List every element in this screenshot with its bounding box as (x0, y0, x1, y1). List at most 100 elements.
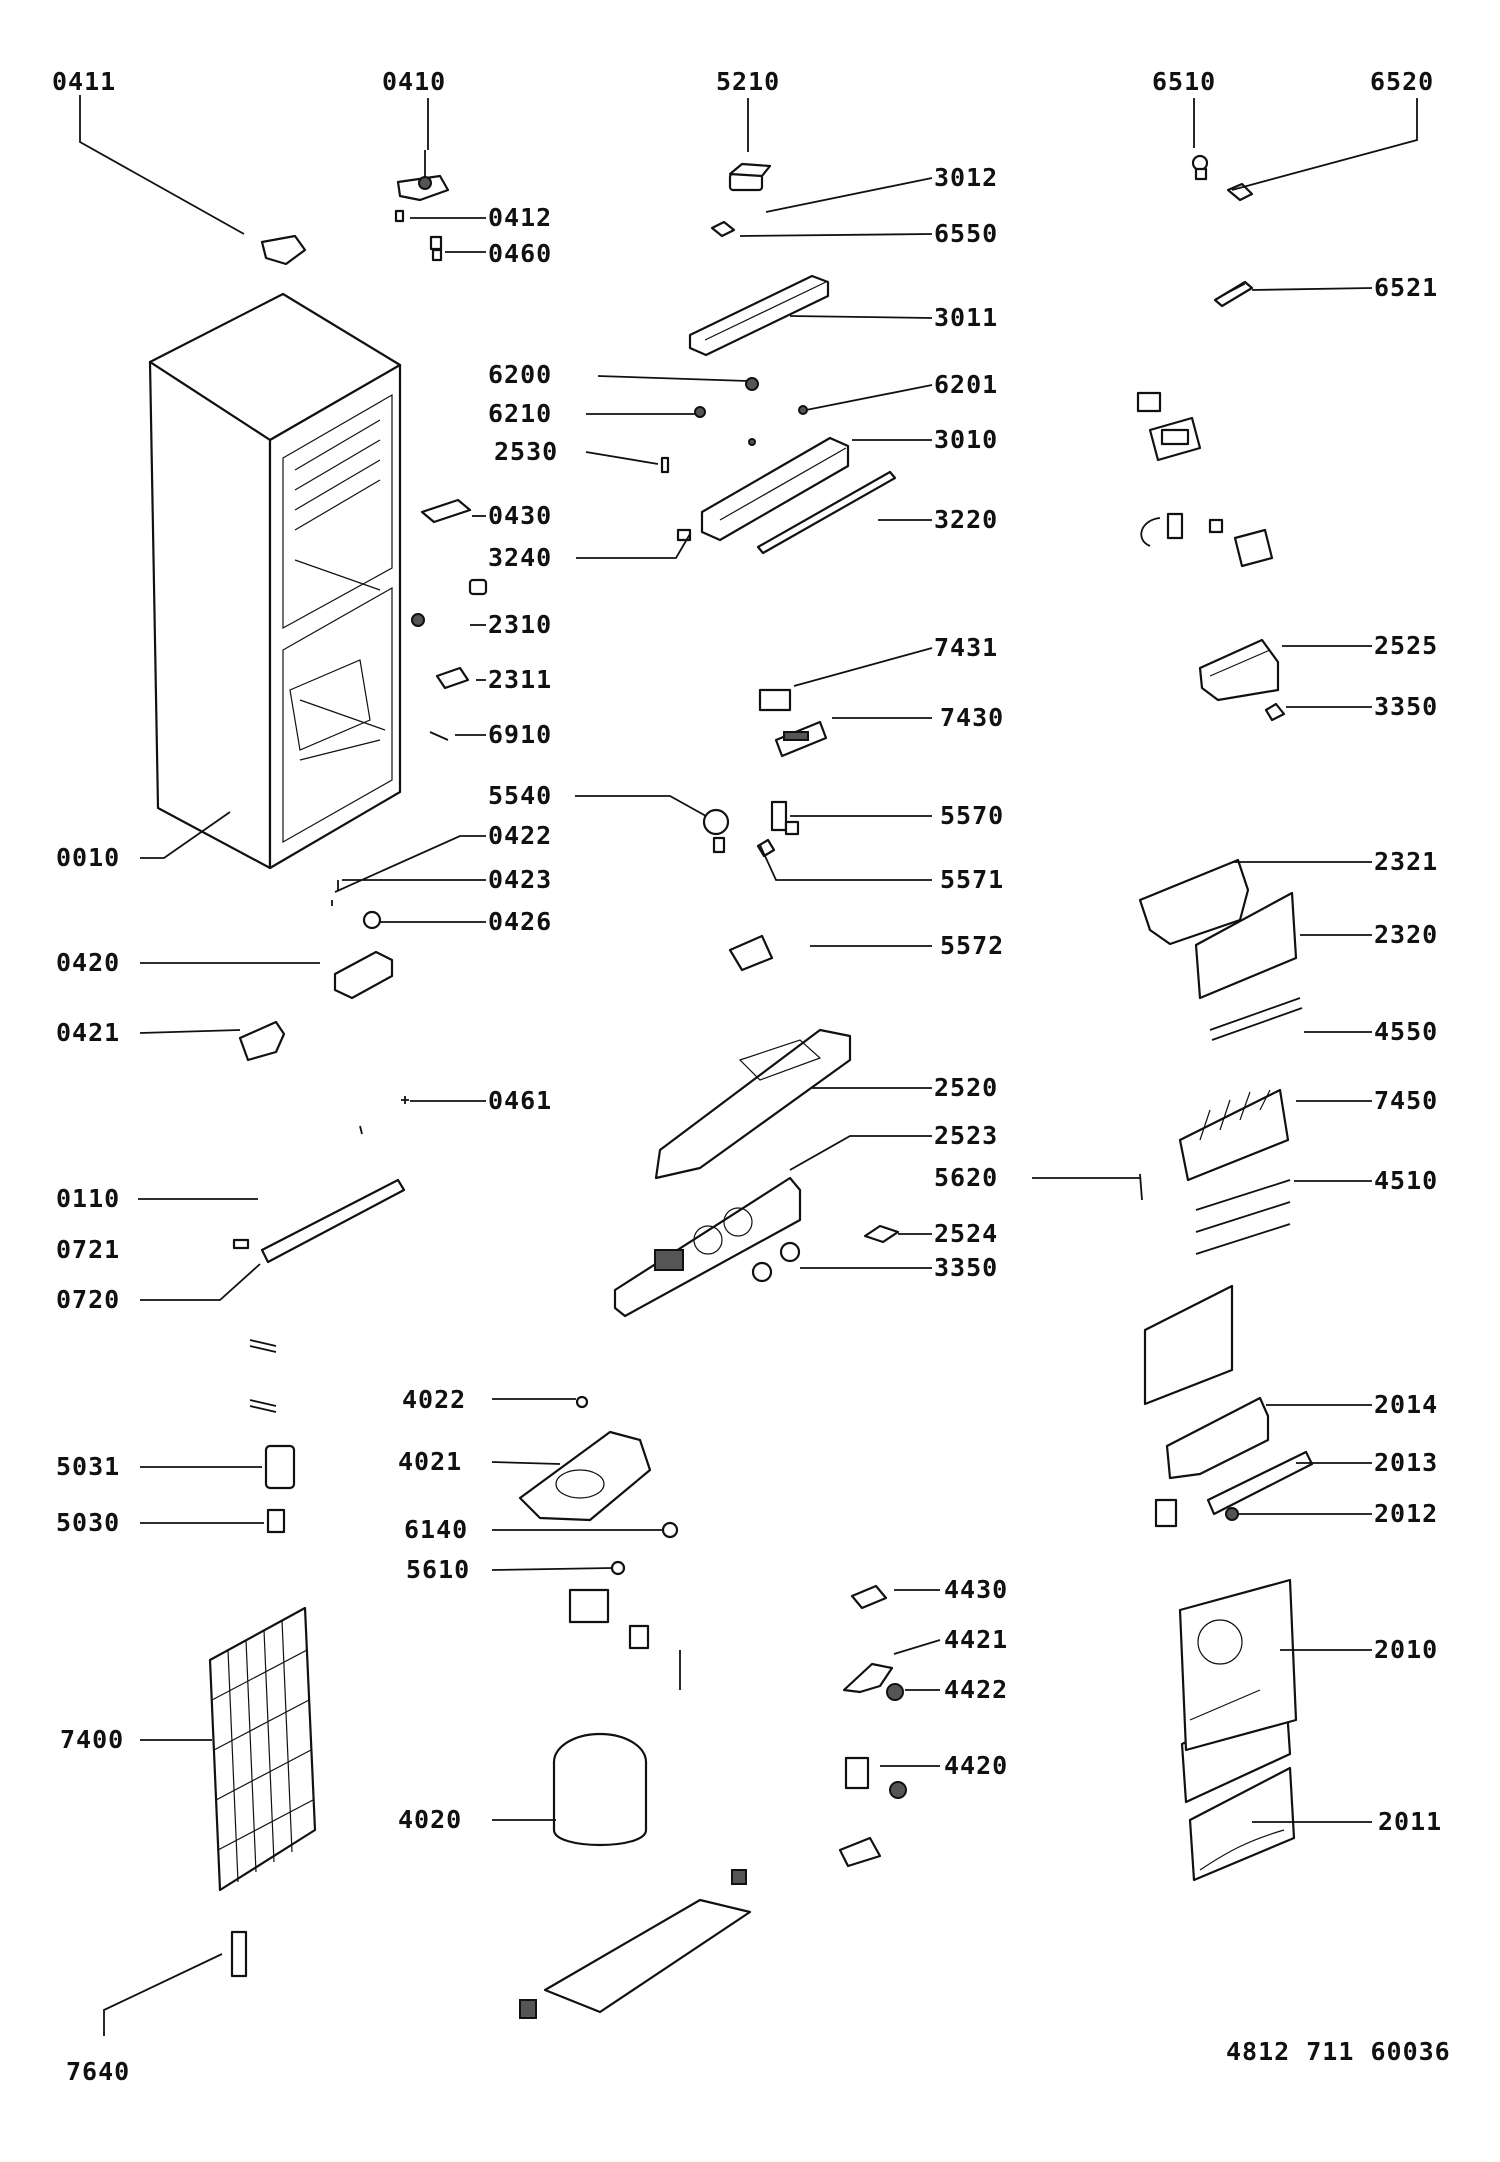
label-2010: 2010 (1374, 1635, 1438, 1664)
part-bushing (429, 235, 443, 262)
part-heater-coil (1195, 1179, 1291, 1255)
part-grommet (429, 731, 449, 741)
label-0110: 0110 (56, 1184, 120, 1213)
part-fan-duct (1206, 1450, 1314, 1516)
label-3012: 3012 (934, 163, 998, 192)
label-5570: 5570 (940, 801, 1004, 830)
part-thermostat-housing (435, 666, 470, 690)
part-sensor-frame (758, 688, 792, 712)
label-5620: 5620 (934, 1163, 998, 1192)
label-4020: 4020 (398, 1805, 462, 1834)
label-5210: 5210 (716, 67, 780, 96)
part-duct-cover (333, 950, 394, 1000)
label-6201: 6201 (934, 370, 998, 399)
part-lamp-socket (710, 220, 736, 238)
label-4021: 4021 (398, 1447, 462, 1476)
part-nut-pair (751, 1241, 801, 1283)
part-starter (844, 1756, 907, 1799)
label-7450: 7450 (1374, 1086, 1438, 1115)
part-overload (842, 1662, 904, 1701)
part-fan-blade-unit (568, 1588, 681, 1690)
label-2520: 2520 (934, 1073, 998, 1102)
label-7431: 7431 (934, 633, 998, 662)
refrigerator-cabinet (148, 292, 402, 870)
label-2321: 2321 (1374, 847, 1438, 876)
part-wire (1139, 1173, 1143, 1201)
part-lamp (1226, 182, 1254, 202)
part-relay (850, 1584, 888, 1610)
part-tube-heater (331, 880, 339, 906)
part-fan-cover (1165, 1396, 1270, 1480)
label-6210: 6210 (488, 399, 552, 428)
part-door-springs (249, 1339, 277, 1413)
label-2524: 2524 (934, 1219, 998, 1248)
label-3010: 3010 (934, 425, 998, 454)
part-condenser (208, 1606, 317, 1892)
part-insulation-sheet (1143, 1284, 1234, 1406)
part-door-plug (411, 578, 488, 627)
part-relay-block (702, 800, 800, 858)
part-filter-drier (838, 1836, 882, 1868)
label-0721: 0721 (56, 1235, 120, 1264)
part-hinge-pin (394, 209, 405, 223)
label-4420: 4420 (944, 1751, 1008, 1780)
label-4550: 4550 (1374, 1017, 1438, 1046)
part-tray-clip (266, 1508, 286, 1534)
label-0411: 0411 (52, 67, 116, 96)
part-relay-module (1140, 512, 1274, 568)
label-3220: 3220 (934, 505, 998, 534)
label-5030: 5030 (56, 1508, 120, 1537)
label-5540: 5540 (488, 781, 552, 810)
part-capacitor (1191, 154, 1209, 181)
label-5571: 5571 (940, 865, 1004, 894)
label-0010: 0010 (56, 843, 120, 872)
label-6140: 6140 (404, 1515, 468, 1544)
label-5572: 5572 (940, 931, 1004, 960)
part-relay-board (774, 720, 828, 758)
part-switch-housing (688, 274, 830, 357)
label-2310: 2310 (488, 610, 552, 639)
part-door-stop (420, 498, 472, 524)
part-motor-bracket (518, 1430, 652, 1522)
label-2320: 2320 (1374, 920, 1438, 949)
label-2311: 2311 (488, 665, 552, 694)
part-screw (694, 405, 808, 446)
part-latch (359, 1096, 409, 1135)
part-foot-pin (660, 456, 670, 474)
label-2013: 2013 (1374, 1448, 1438, 1477)
label-3350-top: 3350 (1374, 692, 1438, 721)
label-4510: 4510 (1374, 1166, 1438, 1195)
label-4022: 4022 (402, 1385, 466, 1414)
part-drain-heater (1209, 997, 1303, 1041)
part-cover-plate (1264, 702, 1286, 722)
label-3350-mid: 3350 (934, 1253, 998, 1282)
part-compressor-base (519, 1869, 752, 2019)
part-fan-motor-bracket (1136, 391, 1202, 462)
part-handle-bar (260, 1178, 406, 1264)
label-6550: 6550 (934, 219, 998, 248)
part-labels: 0411 0410 5210 6510 6520 0412 0460 3012 … (52, 67, 1451, 2086)
part-handle-pivot (232, 1238, 250, 1250)
label-2525: 2525 (1374, 631, 1438, 660)
label-6520: 6520 (1370, 67, 1434, 96)
label-4422: 4422 (944, 1675, 1008, 1704)
part-hinge-assembly (396, 150, 450, 202)
label-7640: 7640 (66, 2057, 130, 2086)
document-number: 4812 711 60036 (1226, 2037, 1451, 2066)
label-0720: 0720 (56, 1285, 120, 1314)
label-2012: 2012 (1374, 1499, 1438, 1528)
part-back-vent (1188, 1766, 1296, 1882)
label-6510: 6510 (1152, 67, 1216, 96)
label-7400: 7400 (60, 1725, 124, 1754)
label-6200: 6200 (488, 360, 552, 389)
part-control-panel-housing (700, 436, 850, 542)
label-0410: 0410 (382, 67, 446, 96)
label-0430: 0430 (488, 501, 552, 530)
part-bracket-rail (756, 470, 897, 555)
label-5610: 5610 (406, 1555, 470, 1584)
part-evaporator-cover (654, 1028, 852, 1180)
label-5031: 5031 (56, 1452, 120, 1481)
label-3011: 3011 (934, 303, 998, 332)
part-clamp (863, 1224, 900, 1244)
label-0412: 0412 (488, 203, 552, 232)
